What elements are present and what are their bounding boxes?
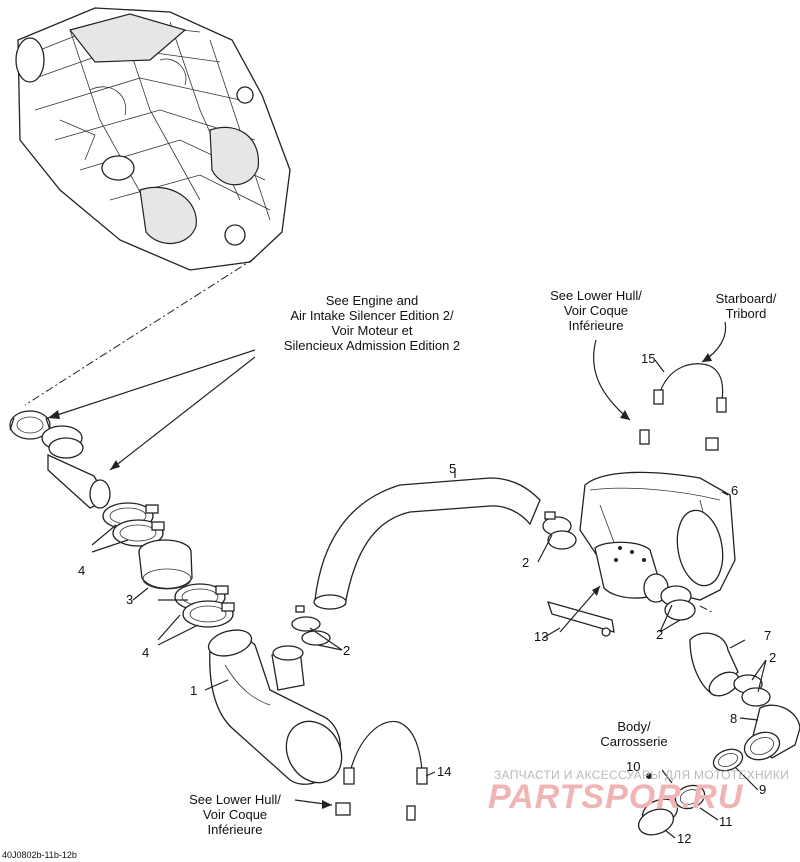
part-number-10: 10: [626, 759, 641, 774]
see-engine-leader-2: [109, 356, 256, 471]
diagram-reference-code: 40J0802b-11b-12b: [2, 850, 77, 860]
clamp-pair-resonator-outlet: [660, 585, 696, 621]
part-number-15: 15: [641, 351, 656, 366]
part-number-4: 4: [78, 563, 86, 578]
clamp-pair-elbow: [733, 674, 771, 707]
coupling-sleeve: [138, 539, 193, 590]
hull-strap-cable: [335, 720, 428, 821]
clamp-pair-muffler-outlet: [291, 605, 331, 646]
callout-starboard: Starboard/ Tribord: [715, 291, 777, 321]
muffler: [207, 629, 343, 785]
part-number-2: 2: [343, 643, 351, 658]
part-number-12: 12: [677, 831, 692, 846]
flange-point: [646, 773, 652, 779]
clamp-pair-upper: [102, 502, 165, 547]
watermark-tagline: ЗАПЧАСТИ И АКСЕССУАРЫ ДЛЯ МОТОТЕХНИКИ: [494, 768, 790, 782]
callout-see-lower-hull-top: See Lower Hull/ Voir Coque Inférieure: [550, 288, 642, 333]
part-number-9: 9: [759, 782, 767, 797]
resonator-box: [579, 471, 736, 603]
hull-outlet-parts: [637, 769, 706, 836]
part-number-13: 13: [534, 629, 549, 644]
elbow-hose: [689, 632, 740, 697]
part-number-8: 8: [730, 711, 738, 726]
part-number-2: 2: [656, 627, 664, 642]
callout-see-engine: See Engine and Air Intake Silencer Editi…: [283, 293, 461, 353]
part-number-7: 7: [764, 628, 772, 643]
exhaust-hose: [313, 477, 541, 610]
part-number-2: 2: [769, 650, 777, 665]
outlet-fitting: [743, 704, 800, 761]
clamp-pair-resonator-inlet: [542, 511, 577, 550]
part-number-2: 2: [522, 555, 530, 570]
body-connection-line: [699, 605, 713, 613]
callout-body: Body/ Carrosserie: [600, 719, 668, 749]
part-number-6: 6: [731, 483, 739, 498]
support-strap: [546, 585, 615, 637]
part-number-14: 14: [437, 764, 452, 779]
watermark-logo: PARTSPOR.RU: [488, 778, 744, 816]
engine-illustration: [15, 7, 291, 271]
engine-connection-line: [24, 257, 256, 406]
see-engine-leader-1: [47, 349, 256, 419]
part-number-5: 5: [449, 461, 457, 476]
part-number-1: 1: [190, 683, 198, 698]
part-number-3: 3: [126, 592, 134, 607]
clamp-pair-lower: [174, 583, 235, 628]
starboard-strap-cable: [639, 363, 727, 451]
part-number-4: 4: [142, 645, 150, 660]
callout-see-lower-hull-bottom: See Lower Hull/ Voir Coque Inférieure: [189, 792, 281, 837]
engine-outlet-pipe: [41, 425, 111, 509]
part-number-11: 11: [719, 814, 733, 829]
